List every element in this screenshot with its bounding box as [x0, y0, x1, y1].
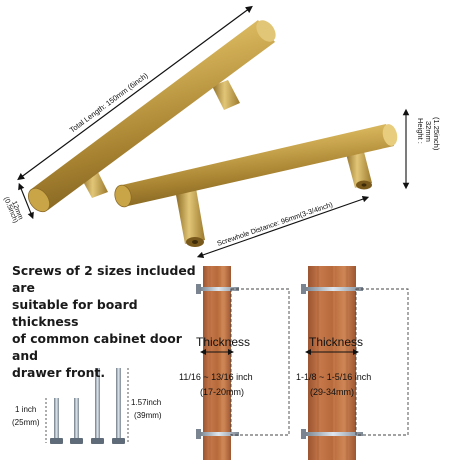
right-thickness-label: Thickness [309, 335, 363, 349]
wood-board-left-screw-bottom [198, 432, 239, 436]
total-length-arrow [17, 5, 253, 181]
screw-long-2 [112, 368, 125, 444]
lower-handle-bar [118, 124, 394, 206]
right-thickness-mm-range: (29-34mm) [310, 387, 354, 397]
long-screw-mm-label: (39mm) [134, 411, 162, 420]
screw-set [50, 368, 125, 444]
lower-handle-leg-right-hole-center [361, 183, 367, 187]
screw-note-line-3: of common cabinet door and [12, 331, 182, 363]
lower-handle-end-cap [114, 184, 132, 208]
screw-note-line-1: Screws of 2 sizes included are [12, 263, 196, 295]
screw-note-line-4: drawer front. [12, 365, 106, 380]
wood-board-right-screw-bottom [303, 432, 363, 436]
screw-short-1 [50, 398, 63, 444]
wood-board-right-bracket [355, 288, 409, 436]
wood-board-left-bracket [230, 288, 290, 436]
screwhole-distance-label: Screwhole Distance: 96mm(3-3/4inch) [216, 200, 334, 248]
wood-board-right-screw-top [303, 287, 363, 291]
long-screw-inch-label: 1.57inch [131, 398, 161, 407]
height-mm-label: 32mm [424, 121, 433, 142]
diameter-arrow [18, 182, 34, 220]
wood-board-left [196, 266, 290, 460]
screw-short-2 [70, 398, 83, 444]
wood-board-right-plank [308, 266, 356, 460]
lower-handle-far-cap [382, 124, 398, 146]
screw-note-line-2: suitable for board thickness [12, 297, 138, 329]
lower-handle-leg-left [176, 188, 205, 244]
left-thickness-mm-range: (17-20mm) [200, 387, 244, 397]
screwhole-distance-arrow [196, 195, 370, 259]
lower-handle-leg-left-hole-center [192, 240, 198, 244]
short-screw-inch-label: 1 inch [15, 405, 36, 414]
left-thickness-inch-range: 11/16 ~ 13/16 inch [179, 372, 253, 382]
wood-board-left-plank [203, 266, 231, 460]
wood-board-left-screw-top [198, 287, 239, 291]
height-label: Height : [416, 118, 425, 144]
screw-compatibility-note: Screws of 2 sizes included are suitable … [12, 262, 202, 381]
screw-long-1 [91, 368, 104, 444]
upper-handle-far-cap [256, 20, 276, 42]
height-in-label: (1.25inch) [432, 117, 441, 151]
right-thickness-inch-range: 1-1/8 ~ 1-5/16 inch [296, 372, 371, 382]
left-thickness-label: Thickness [196, 335, 250, 349]
short-screw-mm-label: (25mm) [12, 418, 40, 427]
wood-board-right [301, 266, 409, 460]
